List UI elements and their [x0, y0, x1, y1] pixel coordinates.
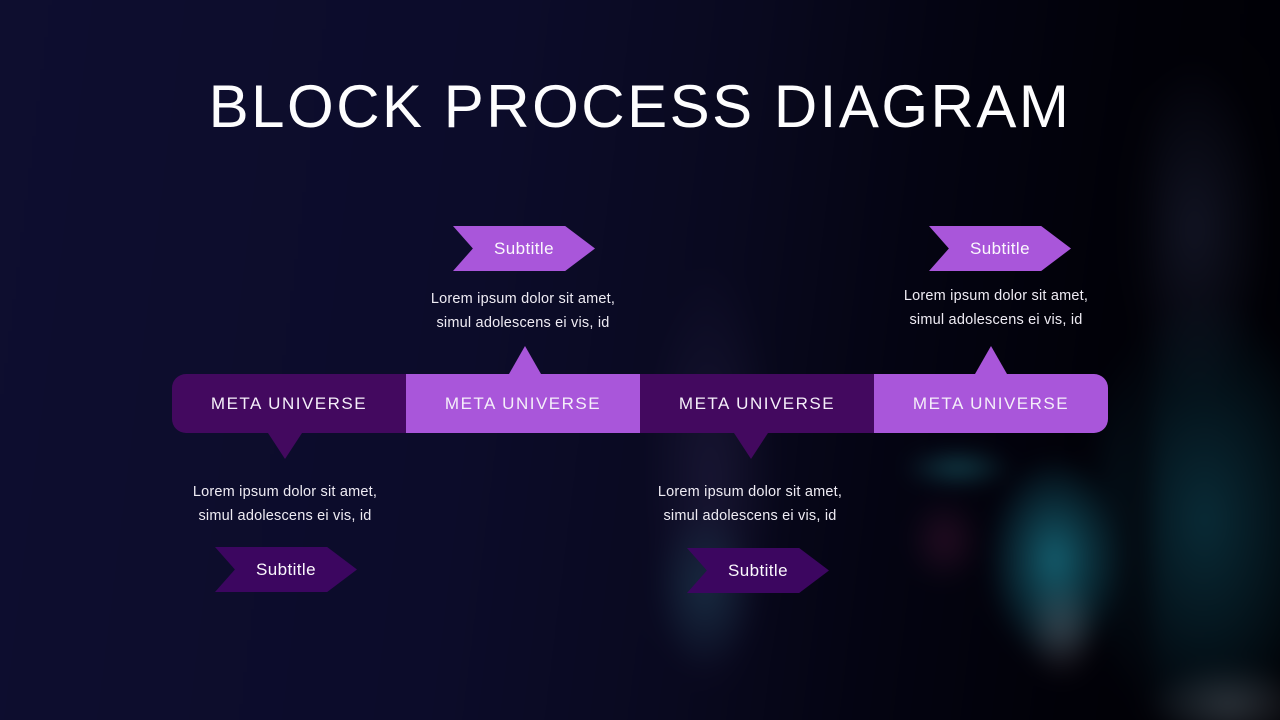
description-line: Lorem ipsum dolor sit amet, — [192, 484, 378, 500]
description-block-1: Lorem ipsum dolor sit amet, simul adoles… — [155, 480, 415, 528]
pointer-down-icon — [734, 433, 768, 459]
description-line: simul adolescens ei vis, id — [909, 312, 1083, 328]
description-block-2: Lorem ipsum dolor sit amet, simul adoles… — [393, 287, 653, 335]
process-block-2-label: META UNIVERSE — [444, 393, 602, 413]
pointer-up-icon — [509, 346, 541, 374]
process-block-3-label: META UNIVERSE — [678, 393, 836, 413]
subtitle-banner-3-label: Subtitle — [728, 560, 788, 580]
subtitle-banner-2-label: Subtitle — [494, 238, 554, 258]
description-line: simul adolescens ei vis, id — [663, 508, 837, 524]
description-line: simul adolescens ei vis, id — [198, 508, 372, 524]
pointer-up-icon — [975, 346, 1007, 374]
description-line: simul adolescens ei vis, id — [436, 315, 610, 331]
pointer-down-icon — [268, 433, 302, 459]
subtitle-banner-1-label: Subtitle — [256, 559, 316, 579]
description-line: Lorem ipsum dolor sit amet, — [657, 484, 843, 500]
subtitle-banner-4: Subtitle — [929, 226, 1071, 271]
description-block-4: Lorem ipsum dolor sit amet, simul adoles… — [866, 284, 1126, 332]
subtitle-banner-2: Subtitle — [453, 226, 595, 271]
subtitle-banner-4-label: Subtitle — [970, 238, 1030, 258]
process-block-4: META UNIVERSE — [874, 374, 1108, 433]
description-block-3: Lorem ipsum dolor sit amet, simul adoles… — [620, 480, 880, 528]
description-line: Lorem ipsum dolor sit amet, — [430, 291, 616, 307]
subtitle-banner-1: Subtitle — [215, 547, 357, 592]
process-block-1-label: META UNIVERSE — [210, 393, 368, 413]
process-block-2: META UNIVERSE — [406, 374, 640, 433]
process-block-1: META UNIVERSE — [172, 374, 406, 433]
slide-title: BLOCK PROCESS DIAGRAM — [208, 73, 1072, 140]
process-block-4-label: META UNIVERSE — [912, 393, 1070, 413]
subtitle-banner-3: Subtitle — [687, 548, 829, 593]
description-line: Lorem ipsum dolor sit amet, — [903, 288, 1089, 304]
process-block-3: META UNIVERSE — [640, 374, 874, 433]
